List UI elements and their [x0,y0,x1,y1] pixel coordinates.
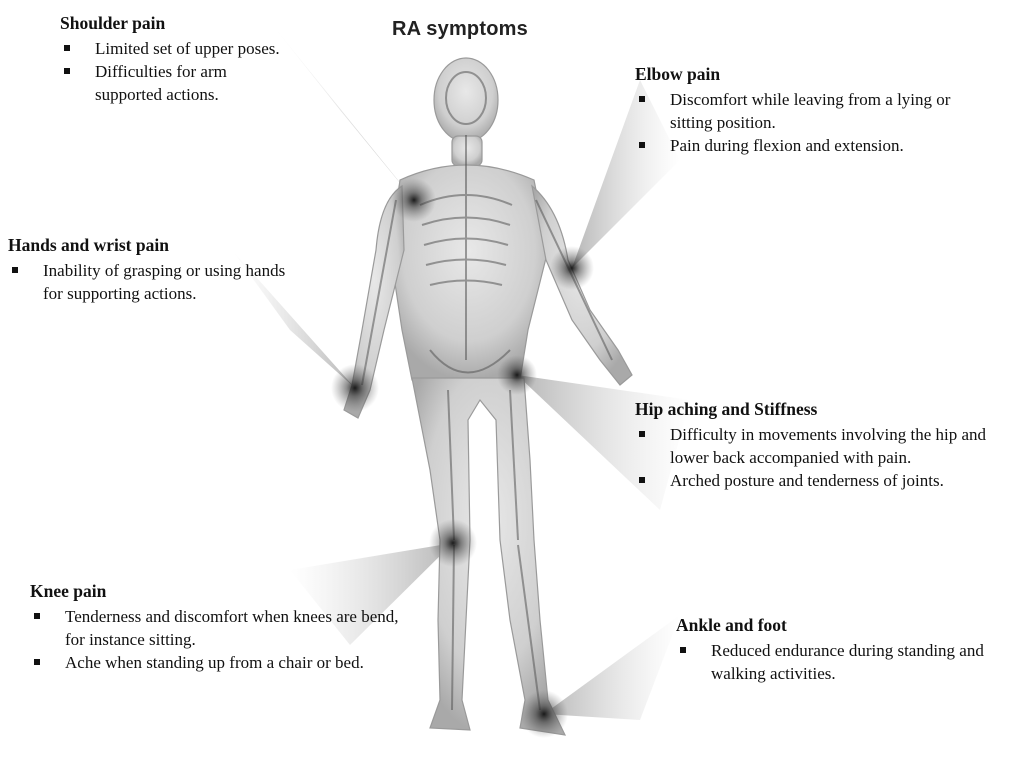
wrist-joint-highlight [331,364,379,412]
elbow-joint-highlight [550,246,594,290]
hip-list: Difficulty in movements involving the hi… [635,423,1030,492]
knee-panel: Knee pain Tenderness and discomfort when… [30,580,390,674]
shoulder-item: Limited set of upper poses. [60,37,360,60]
knee-item: Tenderness and discomfort when knees are… [30,605,410,651]
shoulder-heading: Shoulder pain [60,12,360,35]
hip-panel: Hip aching and Stiffness Difficulty in m… [635,398,1030,492]
knee-joint-highlight [429,519,477,567]
ankle-item: Reduced endurance during standing and wa… [676,639,1011,685]
ankle-list: Reduced endurance during standing and wa… [676,639,1026,685]
hands-item: Inability of grasping or using hands for… [8,259,293,305]
hip-item: Difficulty in movements involving the hi… [635,423,1025,469]
knee-heading: Knee pain [30,580,390,603]
hands-list: Inability of grasping or using hands for… [8,259,308,305]
hands-heading: Hands and wrist pain [8,234,308,257]
hip-joint-highlight [497,355,537,395]
elbow-heading: Elbow pain [635,63,995,86]
diagram-title: RA symptoms [392,18,572,41]
hands-panel: Hands and wrist pain Inability of graspi… [8,234,308,305]
ankle-joint-highlight [520,690,568,738]
shoulder-list: Limited set of upper poses. Difficulties… [60,37,360,106]
elbow-panel: Elbow pain Discomfort while leaving from… [635,63,995,157]
ankle-heading: Ankle and foot [676,614,1026,637]
knee-list: Tenderness and discomfort when knees are… [30,605,390,674]
knee-item: Ache when standing up from a chair or be… [30,651,385,674]
shoulder-joint-highlight [392,178,436,222]
elbow-item: Pain during flexion and extension. [635,134,995,157]
hip-heading: Hip aching and Stiffness [635,398,1030,421]
elbow-item: Discomfort while leaving from a lying or… [635,88,970,134]
shoulder-item: Difficulties for arm supported actions. [60,60,275,106]
hip-item: Arched posture and tenderness of joints. [635,469,1030,492]
ankle-panel: Ankle and foot Reduced endurance during … [676,614,1026,685]
elbow-list: Discomfort while leaving from a lying or… [635,88,995,157]
shoulder-panel: Shoulder pain Limited set of upper poses… [60,12,360,106]
